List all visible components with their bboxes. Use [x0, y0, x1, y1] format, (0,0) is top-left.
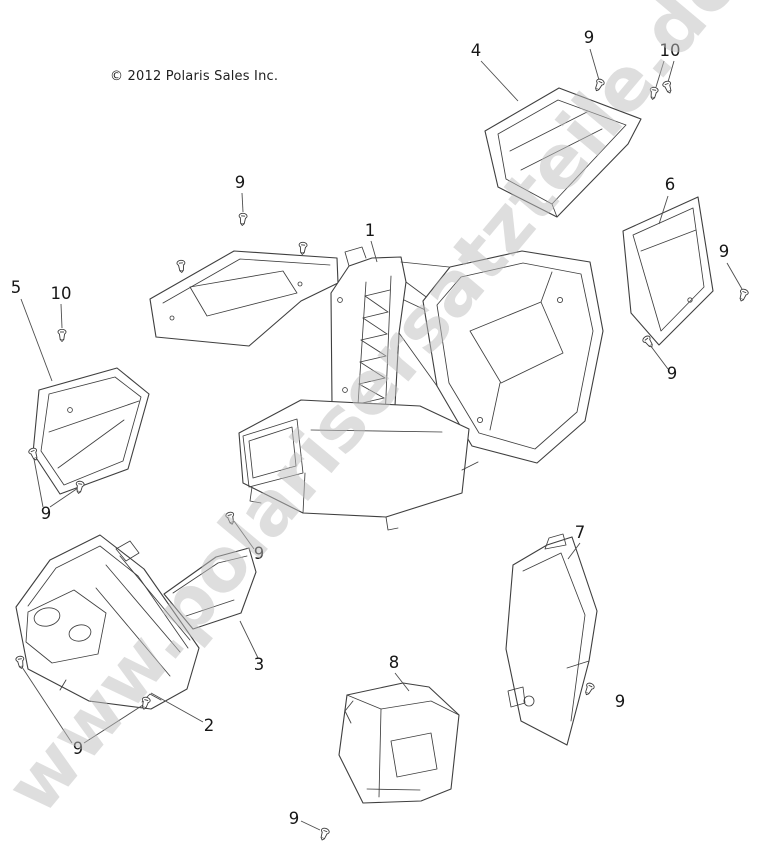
- callout-9: 9: [289, 809, 300, 828]
- rack-panel-outline: [149, 250, 339, 347]
- callout-6: 6: [665, 175, 676, 194]
- part-outline: [622, 196, 714, 346]
- rivet-icon: [57, 328, 67, 342]
- screw-icon: [317, 826, 331, 842]
- callout-10: 10: [51, 284, 72, 303]
- part-2-left-side-panel: [15, 534, 200, 710]
- mount-bracket: [115, 540, 140, 562]
- part-1-front-body-assembly: [149, 246, 604, 531]
- copyright-text: © 2012 Polaris Sales Inc.: [110, 69, 279, 84]
- part-outline: [338, 682, 460, 804]
- callout-8: 8: [389, 653, 400, 672]
- part-5-upper-left-panel: [32, 367, 150, 495]
- callout-2: 2: [204, 716, 215, 735]
- part-outline: [163, 547, 257, 630]
- mount-hole: [687, 297, 693, 303]
- headlight-housing: [25, 589, 107, 664]
- headlamp-lens: [68, 624, 92, 642]
- part-6-right-side-trim: [622, 196, 714, 346]
- callout-9: 9: [235, 173, 246, 192]
- callout-5: 5: [11, 278, 22, 297]
- callout-9: 9: [667, 364, 678, 383]
- part-outline: [484, 87, 642, 218]
- part-outline: [15, 534, 200, 710]
- part-3-left-trim-panel: [163, 547, 257, 630]
- screw-icon: [582, 681, 596, 697]
- part-8-bottom-center-panel: [338, 682, 460, 804]
- callout-1: 1: [365, 221, 376, 240]
- callout-7: 7: [575, 523, 586, 542]
- callout-9: 9: [719, 242, 730, 261]
- callout-10: 10: [660, 41, 681, 60]
- screw-icon: [237, 212, 248, 227]
- part-7-lower-right-panel: [505, 533, 598, 746]
- screw-icon: [736, 287, 750, 303]
- callout-9: 9: [41, 504, 52, 523]
- screw-icon: [14, 655, 26, 670]
- screw-icon: [297, 241, 308, 256]
- leader-lines: [20, 48, 743, 831]
- glovebox-pocket: [242, 418, 304, 488]
- callout-9: 9: [615, 692, 626, 711]
- rack-cutout: [189, 270, 298, 317]
- callout-4: 4: [471, 41, 482, 60]
- callout-9: 9: [254, 544, 265, 563]
- screw-icon: [176, 259, 187, 274]
- part-4-top-rear-panel: [484, 87, 642, 218]
- headlamp-lens: [33, 607, 61, 627]
- mount-bracket: [544, 533, 567, 550]
- callout-9: 9: [584, 28, 595, 47]
- part-outline: [505, 536, 598, 746]
- callout-labels: 1 2 3 4 5 6 7 8 9 9 9 9 9 9 9 9 9 10 10: [11, 28, 730, 828]
- headlight-seam: [469, 301, 564, 384]
- lower-dash-outline: [238, 399, 470, 518]
- inner-pocket: [390, 732, 438, 778]
- fender-frame-outline: [422, 250, 604, 464]
- callout-3: 3: [254, 655, 265, 674]
- callout-9: 9: [73, 739, 84, 758]
